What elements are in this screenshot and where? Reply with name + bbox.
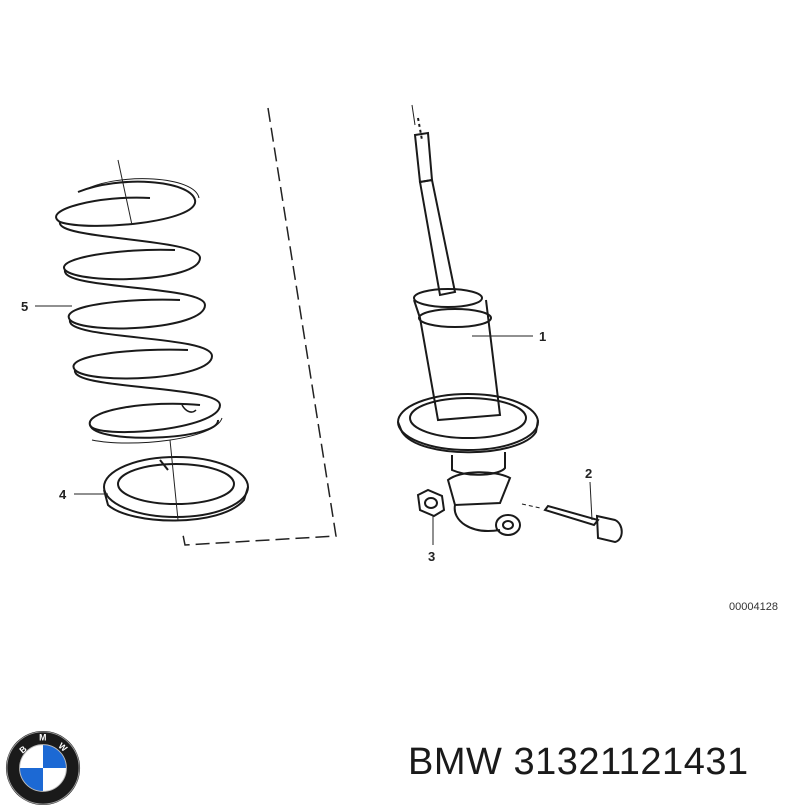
callout-3: 3 (428, 549, 435, 564)
spring-pad-drawing (103, 456, 249, 522)
svg-text:M: M (39, 733, 46, 743)
callout-1: 1 (539, 329, 546, 344)
assembly-boundary-line (181, 107, 337, 546)
pad-axis-line (169, 439, 179, 521)
spring-axis-line (117, 159, 133, 226)
coil-spring-drawing (55, 178, 223, 444)
callout-2: 2 (585, 466, 592, 481)
bolt-drawing (521, 503, 623, 544)
callout-4: 4 (59, 487, 67, 502)
drawing-code: 00004128 (729, 601, 778, 613)
caption-part-number: 31321121431 (513, 741, 749, 783)
callout-2-leader (589, 481, 593, 521)
callout-5: 5 (21, 299, 28, 314)
shock-axis-line (411, 104, 416, 126)
bmw-logo: B M W (5, 730, 81, 806)
part-caption: BMW 31321121431 (408, 737, 800, 787)
shock-absorber-drawing (397, 117, 539, 536)
svg-text:B: B (17, 744, 28, 756)
nut-drawing (416, 488, 446, 518)
caption-brand: BMW (408, 741, 503, 783)
